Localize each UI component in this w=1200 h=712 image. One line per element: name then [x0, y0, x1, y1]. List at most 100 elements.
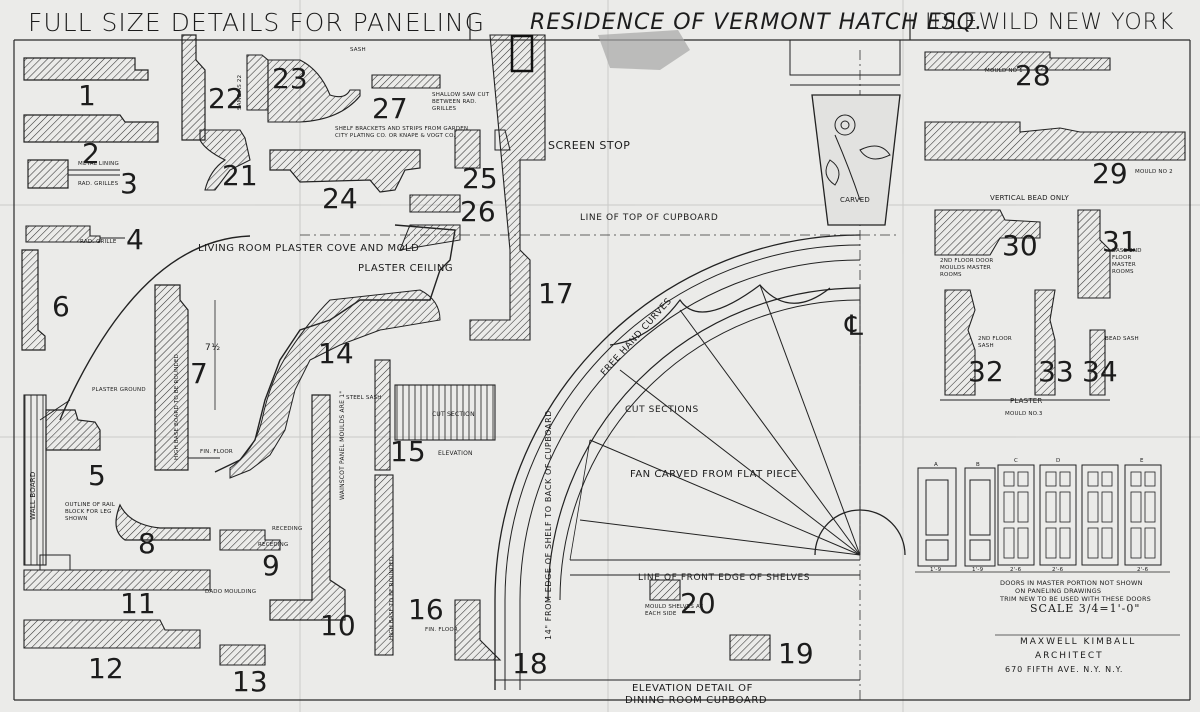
door-elevations	[917, 464, 1162, 567]
doors-note-2: ON PANELING DRAWINGS	[1015, 587, 1102, 595]
detail-number-25: 25	[462, 162, 498, 195]
label-finish-floor: FIN. FLOOR	[200, 449, 233, 455]
detail-number-17: 17	[538, 277, 574, 310]
label-outline-of-rail: OUTLINE OF RAIL BLOCK FOR LEG SHOWN	[65, 502, 116, 522]
detail-10-section	[269, 394, 346, 621]
label-second-floor-door: 2ND FLOOR DOOR MOULDS MASTER ROOMS	[940, 258, 994, 278]
label-plaster-ceiling: PLASTER CEILING	[358, 263, 454, 274]
detail-number-19: 19	[778, 637, 814, 670]
door-dim-5: 2'-6	[1137, 567, 1149, 573]
detail-number-16: 16	[408, 593, 444, 626]
detail-number-22: 22	[208, 82, 244, 115]
door-label-b: B	[976, 462, 980, 468]
detail-12-section	[23, 619, 201, 649]
label-fan-carved: FAN CARVED FROM FLAT PIECE	[630, 469, 798, 480]
detail-number-6: 6	[52, 290, 70, 323]
label-shallow-saw-cut: SHALLOW SAW CUT BETWEEN RAD. GRILLES	[432, 92, 490, 112]
label-rad-grille: RAD. GRILLE	[80, 239, 117, 245]
detail-17-section	[469, 34, 546, 341]
detail-31-section	[1077, 209, 1111, 299]
architect-address: 670 FIFTH AVE. N.Y. N.Y.	[1005, 665, 1124, 674]
label-base-2nd: BASE 2ND FLOOR MASTER ROOMS	[1112, 248, 1142, 275]
label-shelf-brackets: SHELF BRACKETS AND STRIPS FROM GARDEN CI…	[335, 126, 469, 139]
label-rad-grilles: RAD. GRILLES	[78, 181, 119, 187]
detail-3-section	[27, 159, 120, 189]
label-metal-lining: METAL LINING	[78, 161, 119, 167]
bottom-title-2: DINING ROOM CUPBOARD	[625, 695, 768, 706]
door-dim-3: 2'-6	[1010, 567, 1022, 573]
detail-8-section	[115, 503, 211, 541]
label-wainscot-moulds: WAINSCOT PANEL MOULDS ARE 1"	[339, 390, 346, 500]
location-title: IDLEWILD NEW YORK	[925, 10, 1175, 35]
label-wall-board: WALL BOARD	[29, 471, 37, 520]
project-title: RESIDENCE OF VERMONT HATCH ESQ.	[530, 10, 984, 35]
label-cut-section: CUT SECTION	[432, 411, 475, 418]
label-plaster: PLASTER	[1010, 397, 1043, 405]
door-label-e: E	[1140, 458, 1144, 464]
detail-number-5: 5	[88, 459, 106, 492]
centerline-symbol: ℄	[845, 309, 863, 342]
door-panels	[915, 471, 1170, 573]
detail-number-29: 29	[1092, 157, 1128, 190]
label-steel-sash: STEEL SASH	[346, 395, 382, 401]
detail-2-section	[23, 114, 159, 143]
detail-29-section	[924, 121, 1186, 161]
label-bead-sash: BEAD SASH	[1105, 336, 1139, 342]
detail-19-section	[729, 634, 771, 661]
detail-number-7: 7	[190, 357, 208, 390]
detail-number-4: 4	[126, 223, 144, 256]
label-same-as-22: SAME AS 22	[237, 74, 243, 110]
detail-26-section	[409, 194, 461, 213]
doors-note-1: DOORS IN MASTER PORTION NOT SHOWN	[1000, 579, 1143, 587]
label-living-room-cove: LIVING ROOM PLASTER COVE AND MOLD	[198, 243, 420, 254]
detail-1-section	[23, 57, 149, 81]
detail-number-31: 31	[1102, 225, 1138, 258]
detail-6-section	[21, 249, 46, 351]
drawing-scale: SCALE 3/4=1'-0"	[1030, 602, 1141, 615]
detail-number-10: 10	[320, 609, 356, 642]
detail-24-section	[269, 149, 421, 193]
details-32-34-section	[940, 289, 1110, 401]
detail-16-section	[374, 474, 394, 656]
detail-4-section	[25, 225, 125, 243]
detail-number-2: 2	[82, 137, 100, 170]
detail-number-20: 20	[680, 587, 716, 620]
ink-smudge	[598, 30, 690, 70]
detail-20-section	[649, 579, 681, 601]
detail-number-32: 32	[968, 355, 1004, 388]
label-line-top-cupboard: LINE OF TOP OF CUPBOARD	[580, 213, 719, 223]
label-cut-sections: CUT SECTIONS	[625, 405, 699, 415]
detail-28-section	[924, 51, 1111, 71]
detail-11-section	[23, 554, 211, 591]
detail-22-section	[181, 34, 206, 141]
label-mould-no3: MOULD NO.3	[1005, 411, 1043, 417]
detail-number-23: 23	[272, 62, 308, 95]
label-dim-7-half: 7½	[205, 343, 221, 353]
label-plaster-ground: PLASTER GROUND	[92, 387, 146, 393]
detail-number-8: 8	[138, 527, 156, 560]
detail-number-30: 30	[1002, 229, 1038, 262]
door-label-a: A	[934, 462, 938, 468]
detail-number-1: 1	[78, 79, 96, 112]
detail-18-section	[454, 599, 502, 661]
door-label-c: C	[1014, 458, 1019, 464]
detail-30-section	[934, 209, 1041, 256]
architect-role: ARCHITECT	[1035, 651, 1104, 661]
label-high-baseboard-2: HIGH BASE TO BE ROUNDED	[389, 556, 395, 640]
label-receding: RECEDING	[272, 526, 303, 532]
architect-name: MAXWELL KIMBALL	[1020, 637, 1137, 647]
detail-number-28: 28	[1015, 59, 1051, 92]
door-dim-1: 1'-9	[930, 567, 942, 573]
detail-number-12: 12	[88, 652, 124, 685]
detail-number-24: 24	[322, 182, 358, 215]
label-line-front-edge: LINE OF FRONT EDGE OF SHELVES	[638, 573, 811, 583]
label-moulds-shelves: MOULD SHELVES AT EACH SIDE	[645, 604, 704, 617]
detail-13-section	[219, 644, 266, 666]
detail-number-9: 9	[262, 549, 280, 582]
door-label-d: D	[1056, 458, 1061, 464]
label-vertical-bead: VERTICAL BEAD ONLY	[990, 194, 1069, 202]
detail-21-section	[199, 129, 251, 191]
label-high-baseboard-1: HIGH BASE BOARD TO BE ROUNDED	[174, 353, 180, 460]
